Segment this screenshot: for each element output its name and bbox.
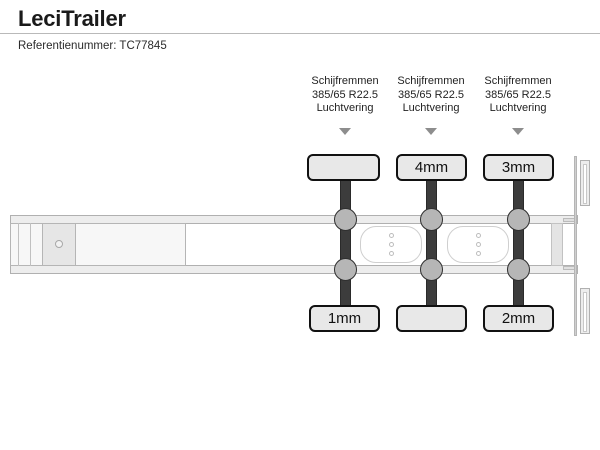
rear-bracket-bottom [580,288,590,334]
wheel-hub-1-bottom [334,258,357,281]
axle-2-tyre-size: 385/65 R22.5 [397,88,465,101]
axle-2-suspension: Luchtvering [402,102,460,114]
tread-badge-axle-2-top: 4mm [396,154,467,181]
axle-3-tyre-size: 385/65 R22.5 [484,88,552,101]
axle-1-suspension: Luchtvering [316,102,374,114]
axle-bar-2 [426,163,437,326]
axle-pointer-arrow-1 [339,128,351,135]
chassis-rail-bottom [10,265,578,274]
header-divider [0,33,600,34]
tread-badge-axle-2-bottom [396,305,467,332]
chassis-rail-top [10,215,578,224]
wheel-hub-3-top [507,208,530,231]
axle-1-tyre-size: 385/65 R22.5 [311,88,379,101]
cutout-dot [389,242,394,247]
axle-label-2: Schijfremmen 385/65 R22.5 Luchtvering [385,75,477,116]
axle-3-brake-type: Schijfremmen [484,75,552,87]
chassis-cutout-panel-2 [447,226,509,263]
rear-post [574,156,577,336]
tread-badge-axle-3-bottom: 2mm [483,305,554,332]
cutout-dot [476,251,481,256]
wheel-hub-2-top [420,208,443,231]
wheel-hub-1-top [334,208,357,231]
axle-3-suspension: Luchtvering [489,102,547,114]
wheel-hub-3-bottom [507,258,530,281]
rear-frame-column [551,223,563,266]
axle-2-brake-type: Schijfremmen [397,75,465,87]
kingpin-icon [55,240,63,248]
cutout-dot [389,233,394,238]
front-frame [10,223,186,266]
axle-label-3: Schijfremmen 385/65 R22.5 Luchtvering [472,75,564,116]
wheel-hub-2-bottom [420,258,443,281]
axle-bar-1 [340,163,351,326]
page-title: LeciTrailer [18,6,126,31]
axle-bar-3 [513,163,524,326]
tread-badge-axle-3-top: 3mm [483,154,554,181]
trailer-diagram: Schijfremmen 385/65 R22.5 Luchtvering Sc… [0,60,600,450]
cutout-dot [476,233,481,238]
reference-number: Referentienummer: TC77845 [18,40,167,52]
axle-1-brake-type: Schijfremmen [311,75,379,87]
cutout-dot [389,251,394,256]
axle-label-1: Schijfremmen 385/65 R22.5 Luchtvering [299,75,391,116]
rear-bracket-inner [583,292,587,332]
chassis-cutout-panel-1 [360,226,422,263]
axle-pointer-arrow-2 [425,128,437,135]
rear-bracket-top [580,160,590,206]
axle-pointer-arrow-3 [512,128,524,135]
cutout-dot [476,242,481,247]
tread-badge-axle-1-top [307,154,380,181]
front-divider-2 [30,223,31,266]
tread-badge-axle-1-bottom: 1mm [309,305,380,332]
rear-bracket-inner [583,164,587,204]
front-divider-1 [18,223,19,266]
